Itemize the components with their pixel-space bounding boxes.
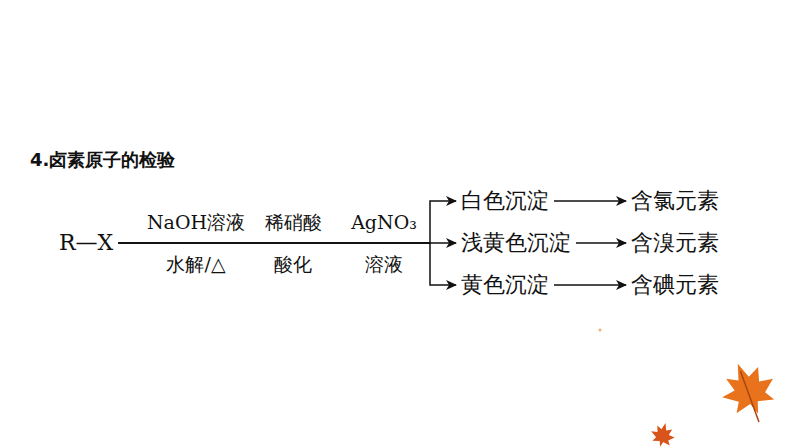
node-text: 黄色沉淀 [461, 272, 549, 297]
flow-arrow [576, 242, 626, 244]
node-text: 含溴元素 [631, 230, 719, 255]
node-text: 含氯元素 [631, 188, 719, 213]
element-conclusion: 含溴元素 [630, 230, 720, 256]
flow-arrow [118, 201, 456, 243]
reaction-condition: 酸化 [273, 253, 313, 276]
reaction-condition: 水解/△ [165, 253, 226, 276]
reaction-condition: 溶液 [364, 253, 404, 276]
reaction-condition: 稀硝酸 [264, 211, 323, 234]
node-text: 白色沉淀 [461, 188, 549, 213]
node-text: 含碘元素 [631, 272, 719, 297]
flow-arrow [554, 284, 626, 286]
node-text: 浅黄色沉淀 [461, 230, 571, 255]
flow-arrow [118, 243, 456, 285]
precipitate-result: 白色沉淀 [460, 188, 550, 214]
reactant-formula: R—X [58, 230, 114, 256]
flow-arrow [554, 200, 626, 202]
reaction-condition: AgNO₃ [350, 211, 418, 234]
reaction-condition: NaOH溶液 [146, 211, 246, 234]
element-conclusion: 含碘元素 [630, 272, 720, 298]
element-conclusion: 含氯元素 [630, 188, 720, 214]
precipitate-result: 浅黄色沉淀 [460, 230, 572, 256]
precipitate-result: 黄色沉淀 [460, 272, 550, 298]
section-title: 4.卤素原子的检验 [30, 148, 175, 172]
node-text: R—X [59, 230, 113, 255]
